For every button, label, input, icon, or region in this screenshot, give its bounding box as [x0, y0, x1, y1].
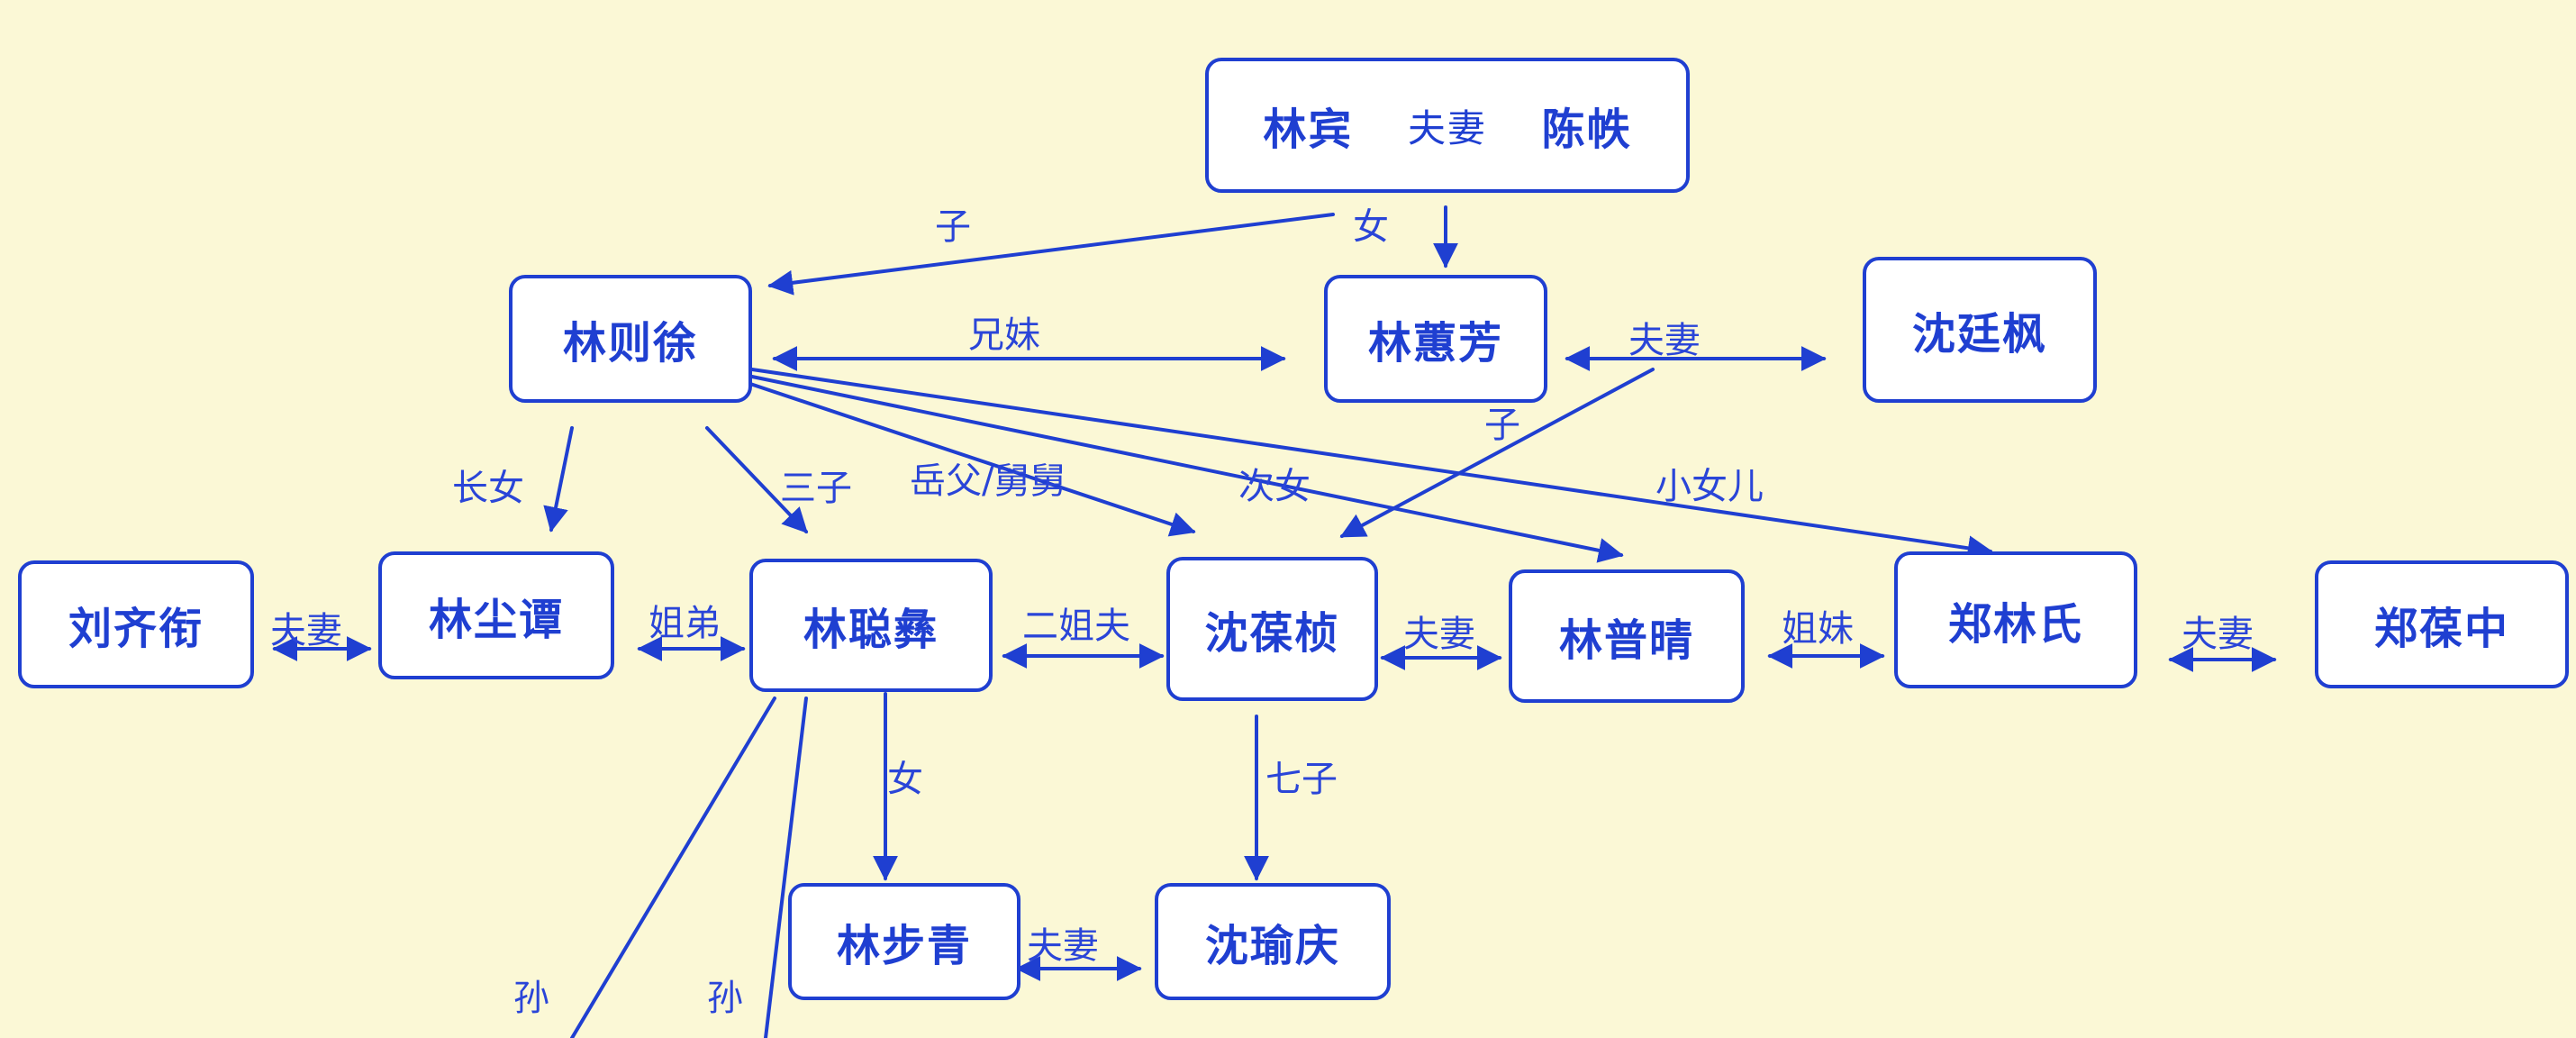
relation-label-top-couple: 夫妻	[1407, 105, 1487, 150]
relation-label-sister-brother: 姐弟	[649, 603, 721, 644]
relation-label-bottom-couple: 夫妻	[1027, 925, 1099, 967]
relation-label-shen-couple: 夫妻	[1403, 614, 1475, 655]
line-lin-bin-to-lin-zexu	[767, 213, 1335, 296]
person-shen-yuqing: 沈瑜庆	[1155, 883, 1391, 1000]
relation-label-siblings: 兄妹	[968, 314, 1040, 356]
line-lin-zexu-to-lin-puqing	[750, 375, 1624, 563]
person-liu-qiheng: 刘齐衔	[18, 560, 254, 688]
line-lin-congyi-grandson-1	[570, 697, 776, 1038]
person-lin-bin: 林宾	[1263, 105, 1354, 155]
relation-label-grandson-2: 孙	[707, 978, 743, 1019]
person-lin-buqing: 林步青	[788, 883, 1020, 1000]
line-lin-zexu-to-zheng-linshi	[750, 368, 1993, 561]
relation-label-seventh-son: 七子	[1265, 759, 1338, 800]
line-lin-zexu-to-lin-congyi	[705, 426, 808, 534]
person-lin-congyi: 林聪彝	[749, 559, 993, 692]
relation-label-youngest-daughter: 小女儿	[1655, 466, 1764, 507]
relation-label-huifang-son: 子	[1484, 405, 1520, 446]
person-chen-tie: 陈帙	[1541, 105, 1632, 155]
relation-label-third-son: 三子	[780, 468, 852, 509]
person-shen-tingfeng: 沈廷枫	[1863, 257, 2097, 403]
line-lin-zexu-to-lin-chentan	[543, 426, 574, 533]
relation-label-father-in-law: 岳父/舅舅	[910, 460, 1066, 502]
relation-label-huifang-couple: 夫妻	[1628, 320, 1701, 361]
person-zheng-linshi: 郑林氏	[1894, 551, 2137, 688]
relation-label-son: 子	[935, 206, 971, 248]
relation-label-zheng-couple: 夫妻	[2181, 614, 2254, 655]
line-lin-congyi-grandson-2	[764, 697, 808, 1038]
person-shen-baozhen: 沈葆桢	[1166, 557, 1378, 701]
person-lin-chentan: 林尘谭	[378, 551, 614, 679]
person-lin-zexu: 林则徐	[509, 275, 752, 403]
relation-label-second-daughter: 次女	[1238, 466, 1311, 507]
relation-label-daughter: 女	[1353, 206, 1389, 248]
relation-label-second-brother-in-law: 二姐夫	[1022, 606, 1130, 647]
relation-label-sisters: 姐妹	[1782, 608, 1854, 650]
relation-label-eldest-daughter: 长女	[452, 468, 524, 509]
relation-label-grandson-1: 孙	[513, 978, 549, 1019]
person-lin-huifang: 林蕙芳	[1324, 275, 1547, 403]
relation-label-liu-couple: 夫妻	[270, 610, 342, 651]
node-lin-bin-chen-tie: 林宾 夫妻 陈帙	[1205, 58, 1690, 193]
line-lin-zexu-to-shen-baozhen	[746, 381, 1196, 537]
relation-label-congyi-daughter: 女	[887, 759, 923, 800]
person-lin-puqing: 林普晴	[1509, 569, 1745, 703]
person-zheng-baozhong: 郑葆中	[2315, 560, 2569, 688]
